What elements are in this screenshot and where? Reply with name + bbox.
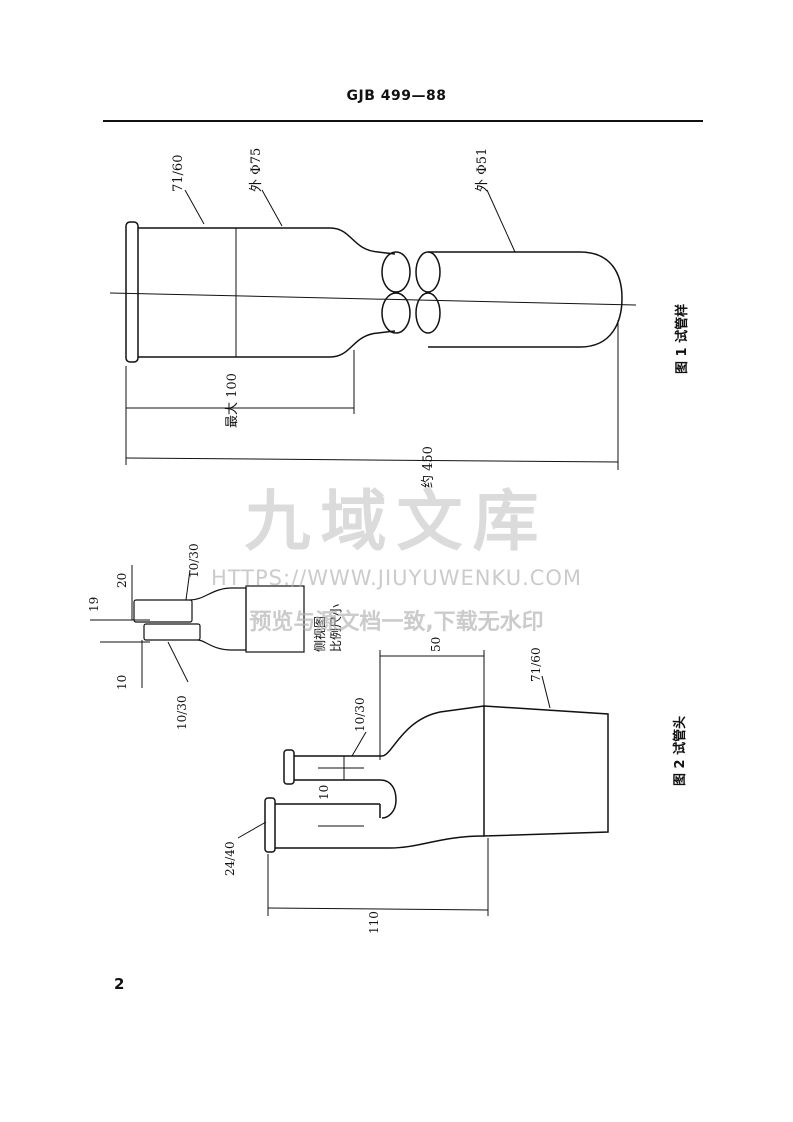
- break-ellipse-left-bottom: [381, 292, 411, 334]
- side-label-joint-top: 10/30: [187, 543, 201, 578]
- side-cap: [245, 585, 305, 653]
- watermark-title: 九域文库: [244, 483, 549, 560]
- watermark-note: 预览与源文档一致,下载无水印: [249, 610, 544, 635]
- tube-small-body: [428, 251, 623, 348]
- tube-large-body: [138, 227, 396, 358]
- main-label-10: 10: [317, 785, 331, 800]
- tube-rim: [125, 221, 139, 363]
- main-label-joint-lower: 24/40: [223, 841, 237, 876]
- main-label-50: 50: [429, 637, 443, 652]
- figure-2-side-view: [90, 565, 305, 688]
- main-lower-rim: [264, 797, 276, 853]
- side-label-view-note: 侧视图: [312, 616, 327, 652]
- break-ellipse-left-top: [381, 251, 411, 293]
- figure-2-main-view: [237, 650, 609, 916]
- side-stem-bottom: [143, 623, 201, 641]
- fig2-caption: 图 2 试管头: [672, 716, 688, 786]
- figure-1-drawing: [109, 189, 637, 470]
- side-label-scale-note: 比例尺小: [329, 604, 343, 652]
- break-ellipse-right-top: [415, 251, 441, 293]
- fig1-label-total: 约 450: [421, 446, 436, 488]
- fig1-caption: 图 1 试管样: [674, 304, 690, 374]
- tube-center-line: [109, 292, 637, 306]
- main-label-joint-large: 71/60: [529, 647, 543, 682]
- main-label-110: 110: [367, 911, 381, 934]
- main-dim-110: [267, 907, 489, 911]
- main-leader-joint-lower: [237, 821, 267, 839]
- header-rule: [103, 120, 703, 122]
- watermark-url: HTTPS://WWW.JIUYUWENKU.COM: [210, 566, 583, 590]
- fig1-label-max: 最大 100: [225, 373, 240, 428]
- side-label-10: 10: [115, 675, 129, 690]
- fig1-label-phi51: 外 Φ51: [475, 148, 490, 192]
- side-leader-top: [185, 569, 191, 601]
- side-label-joint-bottom: 10/30: [175, 695, 189, 730]
- side-label-20: 20: [115, 573, 129, 588]
- main-label-joint-upper: 10/30: [353, 697, 367, 732]
- side-label-19: 19: [87, 597, 101, 612]
- break-ellipse-right-bottom: [415, 292, 441, 334]
- main-upper-rim: [283, 749, 295, 785]
- leader-joint: [184, 189, 205, 225]
- main-cap: [483, 705, 609, 837]
- main-upper-arm: [294, 705, 485, 819]
- main-leader-joint-large: [541, 675, 551, 709]
- side-leader-bottom: [167, 641, 189, 683]
- fig1-label-joint: 71/60: [171, 155, 186, 192]
- main-leader-joint-upper: [351, 731, 367, 757]
- fig1-label-phi75: 外 Φ75: [249, 148, 264, 192]
- leader-phi75: [261, 189, 283, 227]
- dim-total-line: [125, 457, 619, 463]
- page-number: 2: [114, 975, 125, 993]
- leader-phi51: [486, 189, 516, 253]
- main-lower-arm: [275, 803, 485, 849]
- side-stem-top: [133, 599, 193, 623]
- standard-code: GJB 499—88: [346, 88, 447, 104]
